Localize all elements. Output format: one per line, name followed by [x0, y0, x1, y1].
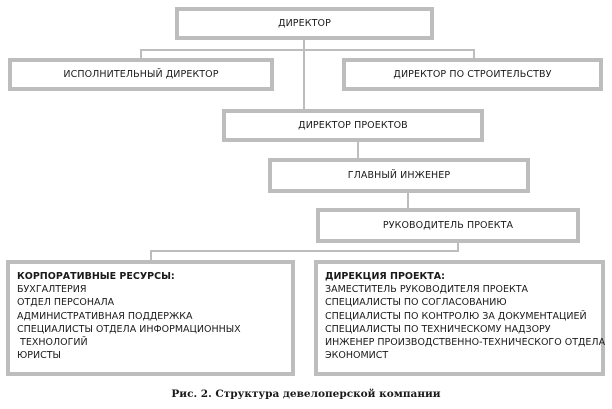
project-directorate-item: ИНЖЕНЕР ПРОИЗВОДСТВЕННО-ТЕХНИЧЕСКОГО ОТД…	[325, 337, 606, 349]
project-directorate-item: СПЕЦИАЛИСТЫ ПО ТЕХНИЧЕСКОМУ НАДЗОРУ	[325, 323, 551, 335]
connector-to-corporate	[150, 250, 152, 261]
project-manager-box: РУКОВОДИТЕЛЬ ПРОЕКТА	[316, 208, 580, 243]
connector-projects-to-engineer	[357, 141, 359, 159]
corporate-resources-title: КОРПОРАТИВНЫЕ РЕСУРСЫ:	[17, 271, 175, 282]
corporate-item: СПЕЦИАЛИСТЫ ОТДЕЛА ИНФОРМАЦИОННЫХ	[17, 323, 241, 335]
project-directorate-box: ДИРЕКЦИЯ ПРОЕКТА: ЗАМЕСТИТЕЛЬ РУКОВОДИТЕ…	[314, 260, 605, 376]
connector-director-to-projects	[303, 49, 305, 110]
executive-director-box: ИСПОЛНИТЕЛЬНЫЙ ДИРЕКТОР	[8, 58, 274, 91]
figure-caption: Рис. 2. Структура девелоперской компании	[171, 388, 441, 400]
corporate-item: АДМИНИСТРАТИВНАЯ ПОДДЕРЖКА	[17, 310, 193, 322]
director-box: ДИРЕКТОР	[175, 7, 434, 40]
connector-to-construction-director	[473, 49, 475, 59]
project-directorate-item: СПЕЦИАЛИСТЫ ПО СОГЛАСОВАНИЮ	[325, 297, 507, 309]
corporate-item: БУХГАЛТЕРИЯ	[17, 284, 87, 296]
project-directorate-item: ЗАМЕСТИТЕЛЬ РУКОВОДИТЕЛЯ ПРОЕКТА	[325, 284, 529, 296]
executive-director-label: ИСПОЛНИТЕЛЬНЫЙ ДИРЕКТОР	[63, 68, 219, 80]
corporate-resources-box: КОРПОРАТИВНЫЕ РЕСУРСЫ: БУХГАЛТЕРИЯ ОТДЕЛ…	[6, 260, 295, 376]
project-manager-label: РУКОВОДИТЕЛЬ ПРОЕКТА	[382, 219, 514, 231]
director-label: ДИРЕКТОР	[278, 17, 331, 29]
project-directorate-item: ЭКОНОМИСТ	[325, 350, 389, 362]
corporate-item: ТЕХНОЛОГИЙ	[17, 337, 88, 349]
projects-director-label: ДИРЕКТОР ПРОЕКТОВ	[298, 119, 408, 131]
construction-director-box: ДИРЕКТОР ПО СТРОИТЕЛЬСТВУ	[342, 58, 603, 91]
corporate-item: ОТДЕЛ ПЕРСОНАЛА	[17, 297, 115, 309]
connector-director-horizontal	[140, 49, 475, 51]
connector-manager-down	[457, 242, 459, 251]
connector-director-down	[303, 39, 305, 50]
projects-director-box: ДИРЕКТОР ПРОЕКТОВ	[222, 109, 484, 142]
chief-engineer-box: ГЛАВНЫЙ ИНЖЕНЕР	[268, 158, 530, 193]
corporate-item: ЮРИСТЫ	[17, 350, 61, 362]
connector-manager-horizontal	[150, 250, 459, 252]
connector-engineer-to-manager	[407, 192, 409, 209]
project-directorate-item: СПЕЦИАЛИСТЫ ПО КОНТРОЛЮ ЗА ДОКУМЕНТАЦИЕЙ	[325, 310, 587, 322]
project-directorate-title: ДИРЕКЦИЯ ПРОЕКТА:	[325, 271, 445, 282]
construction-director-label: ДИРЕКТОР ПО СТРОИТЕЛЬСТВУ	[393, 68, 552, 80]
chief-engineer-label: ГЛАВНЫЙ ИНЖЕНЕР	[347, 169, 451, 181]
connector-to-executive-director	[140, 49, 142, 59]
